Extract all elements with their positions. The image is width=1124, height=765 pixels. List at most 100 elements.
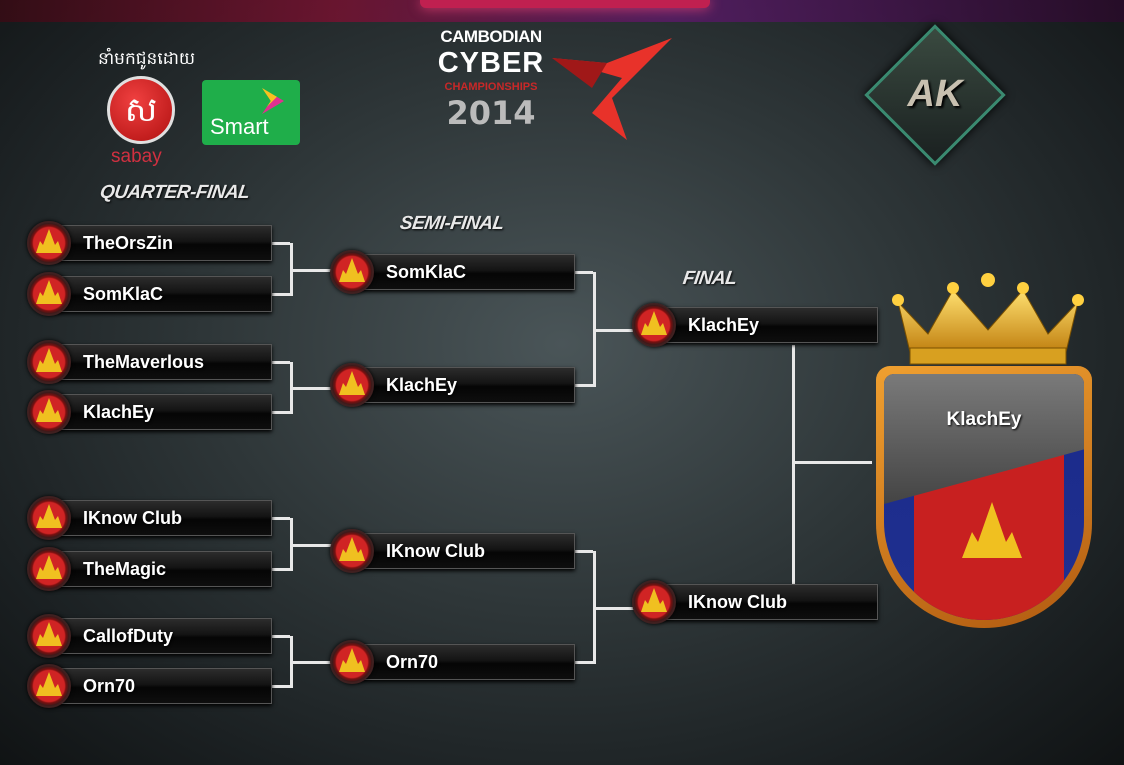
team-name: IKnow Club <box>83 508 182 528</box>
bracket-connector <box>575 661 593 664</box>
bracket-connector <box>575 550 593 553</box>
bracket-connector <box>792 345 795 585</box>
team-badge <box>330 363 374 407</box>
semi-final-slot[interactable]: Orn70 <box>330 640 575 684</box>
final-slot[interactable]: IKnow Club <box>632 580 878 624</box>
bracket-connector <box>792 461 872 464</box>
quarter-final-slot[interactable]: TheMagic <box>27 547 272 591</box>
lightning-logo-icon <box>552 38 672 140</box>
team-name: SomKlaC <box>386 262 467 282</box>
quarter-final-slot[interactable]: IKnow Club <box>27 496 272 540</box>
top-glow <box>420 0 710 8</box>
crown-icon <box>892 273 1084 365</box>
bracket-connector <box>272 568 290 571</box>
team-name: TheMagic <box>83 559 167 579</box>
smart-logo: Smart <box>202 80 300 145</box>
crown-emblem-icon <box>36 347 62 377</box>
team-name: TheOrsZin <box>83 233 174 253</box>
quarter-final-slot[interactable]: KlachEy <box>27 390 272 434</box>
team-badge <box>330 250 374 294</box>
slot-bar <box>348 367 575 403</box>
slot-bar <box>45 276 272 312</box>
crown-emblem-icon <box>962 502 1022 558</box>
champion-name: KlachEy <box>946 409 1022 430</box>
team-name: IKnow Club <box>688 592 787 612</box>
quarter-final-slot[interactable]: TheMaverlous <box>27 340 272 384</box>
round-title-quarter: QUARTER-FINAL <box>98 182 251 203</box>
crown-emblem-icon <box>36 228 62 258</box>
crown-emblem-icon <box>641 310 667 340</box>
champion-shield: KlachEy <box>876 366 1092 628</box>
slot-bar <box>45 344 272 380</box>
semi-final-slot[interactable]: KlachEy <box>330 363 575 407</box>
team-name: KlachEy <box>83 402 155 422</box>
bracket-connector <box>290 543 335 547</box>
sabay-logo: ស <box>107 76 175 144</box>
event-logo-line3: CHAMPIONSHIPS <box>444 81 538 93</box>
bracket-connector <box>272 411 290 414</box>
crown-emblem-icon <box>36 671 62 701</box>
slot-bar <box>650 584 878 620</box>
event-logo-line2: CYBER <box>437 47 545 79</box>
team-name: KlachEy <box>688 315 760 335</box>
slot-bar <box>45 668 272 704</box>
crown-emblem-icon <box>339 536 365 566</box>
event-logo-line1: CAMBODIAN <box>440 27 542 46</box>
event-logo: CAMBODIAN CYBER CHAMPIONSHIPS 2014 <box>435 26 547 132</box>
bracket-connector <box>575 271 593 274</box>
smart-arrow-icon <box>262 88 284 114</box>
bracket-connector <box>272 635 290 638</box>
quarter-final-slot[interactable]: CallofDuty <box>27 614 272 658</box>
team-name: Orn70 <box>83 676 136 696</box>
bracket-connector <box>593 606 636 610</box>
semi-final-slot[interactable]: IKnow Club <box>330 529 575 573</box>
crown-emblem-icon <box>36 279 62 309</box>
crown-emblem-icon <box>339 647 365 677</box>
team-name: KlachEy <box>386 375 458 395</box>
bracket-connector <box>272 361 290 364</box>
bracket-connector <box>575 384 593 387</box>
smart-label: Smart <box>210 114 269 139</box>
team-name: TheMaverlous <box>83 352 205 372</box>
sabay-logo-glyph: ស <box>124 90 158 130</box>
slot-bar <box>45 225 272 261</box>
team-name: SomKlaC <box>83 284 164 304</box>
team-name: CallofDuty <box>83 626 173 646</box>
team-badge <box>27 272 71 316</box>
round-title-final: FINAL <box>681 268 738 289</box>
team-badge <box>632 580 676 624</box>
bracket-connector <box>290 268 335 272</box>
round-title-semi: SEMI-FINAL <box>398 213 506 234</box>
team-badge <box>632 303 676 347</box>
bracket-connector <box>272 685 290 688</box>
quarter-final-slot[interactable]: SomKlaC <box>27 272 272 316</box>
team-badge <box>330 640 374 684</box>
sponsor-label: នាំមកជូនដោយ <box>98 49 196 69</box>
crown-emblem-icon <box>641 587 667 617</box>
quarter-final-slot[interactable]: Orn70 <box>27 664 272 708</box>
quarter-final-slot[interactable]: TheOrsZin <box>27 221 272 265</box>
top-banner <box>0 0 1124 22</box>
semi-final-slot[interactable]: SomKlaC <box>330 250 575 294</box>
bracket-connector <box>272 242 290 245</box>
team-badge <box>27 496 71 540</box>
crown-emblem-icon <box>36 503 62 533</box>
final-slot[interactable]: KlachEy <box>632 303 878 347</box>
crown-emblem-icon <box>36 397 62 427</box>
team-badge <box>27 547 71 591</box>
partner-logo-text: AK <box>907 73 963 115</box>
bracket-connector <box>593 328 636 332</box>
event-logo-year: 2014 <box>446 94 536 132</box>
bracket-connector <box>272 293 290 296</box>
team-badge <box>330 529 374 573</box>
bracket-connector <box>272 517 290 520</box>
slot-bar <box>45 551 272 587</box>
slot-bar <box>348 254 575 290</box>
team-badge <box>27 664 71 708</box>
team-badge <box>27 614 71 658</box>
sabay-label: sabay <box>111 146 162 167</box>
crown-emblem-icon <box>339 370 365 400</box>
slot-bar <box>348 533 575 569</box>
team-badge <box>27 340 71 384</box>
slot-bar <box>348 644 575 680</box>
